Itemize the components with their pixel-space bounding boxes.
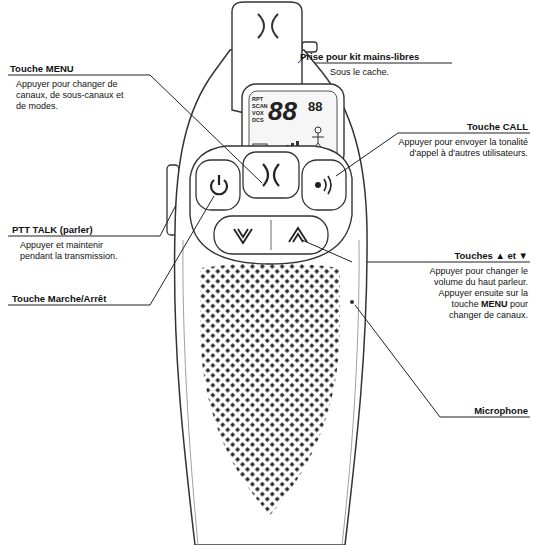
radio-body: [183, 240, 359, 545]
radio-body: [175, 50, 368, 545]
microphone-hole: [350, 300, 354, 304]
leader-line: [336, 133, 398, 176]
callout-paragraph: Appuyer pour changer le volume du haut p…: [418, 266, 528, 321]
call-button: [315, 182, 321, 188]
callout-title: Touche MENU: [10, 63, 74, 74]
lcd-screen: [315, 127, 321, 133]
callout-title: Touche CALL: [467, 121, 528, 132]
callout-underline: [398, 133, 530, 134]
callout-text: Appuyer pour envoyer la tonalité d'appel…: [396, 137, 528, 159]
lcd-digits: 88: [268, 98, 297, 124]
lcd-indicator: SCAN: [252, 104, 268, 110]
callout-title: Touches ▲ et ▼: [454, 250, 528, 261]
call-button: [324, 176, 331, 194]
lcd-indicator: RPT: [252, 97, 263, 103]
menu-button: [243, 152, 299, 198]
leader-line: [160, 205, 176, 236]
volume-buttons: [289, 228, 307, 242]
call-button: [302, 160, 346, 210]
menu-button: [263, 164, 279, 186]
power-button: [196, 160, 240, 210]
keypad: [190, 146, 352, 264]
menu-button: [243, 152, 299, 198]
callout-title: Prise pour kit mains-libres: [300, 51, 419, 62]
leader-line: [150, 54, 440, 417]
volume-buttons: [214, 216, 328, 254]
power-button: [218, 175, 220, 185]
callout-underline: [8, 305, 150, 306]
callout-underline: [296, 63, 452, 64]
callout-text: Appuyer et maintenir pendant la transmis…: [20, 240, 132, 262]
radio-body: [175, 50, 368, 545]
leader-line: [150, 196, 214, 305]
callout-underline: [440, 417, 530, 418]
power-button: [196, 160, 240, 210]
volume-buttons: [271, 220, 272, 250]
callout-title: Microphone: [474, 405, 528, 416]
leader-line: [150, 75, 262, 183]
callout-text: Sous le cache.: [330, 67, 389, 78]
speaker-grille: [200, 263, 340, 515]
lcd-indicator: VOX: [252, 111, 264, 117]
keypad: [190, 146, 352, 264]
callout-text: Appuyer pour changer de canaux, de sous-…: [16, 79, 130, 112]
callout-underline: [8, 236, 160, 237]
callout-underline: [8, 75, 150, 76]
volume-buttons: [234, 229, 252, 243]
volume-buttons: [214, 216, 328, 254]
callout-title: PTT TALK (parler): [12, 224, 93, 235]
callout-underline: [352, 262, 530, 263]
leader-line: [302, 240, 352, 262]
call-button: [302, 160, 346, 210]
speaker-grille: [200, 263, 340, 515]
callout-keyword: MENU: [481, 299, 508, 309]
callout-title: Touche Marche/Arrêt: [12, 293, 106, 304]
leader-line: [355, 305, 440, 417]
belt-clip: [258, 14, 278, 38]
lcd-digits: 88: [308, 100, 322, 113]
lcd-indicator: DCS: [252, 118, 264, 124]
microphone-hole: [350, 300, 354, 304]
